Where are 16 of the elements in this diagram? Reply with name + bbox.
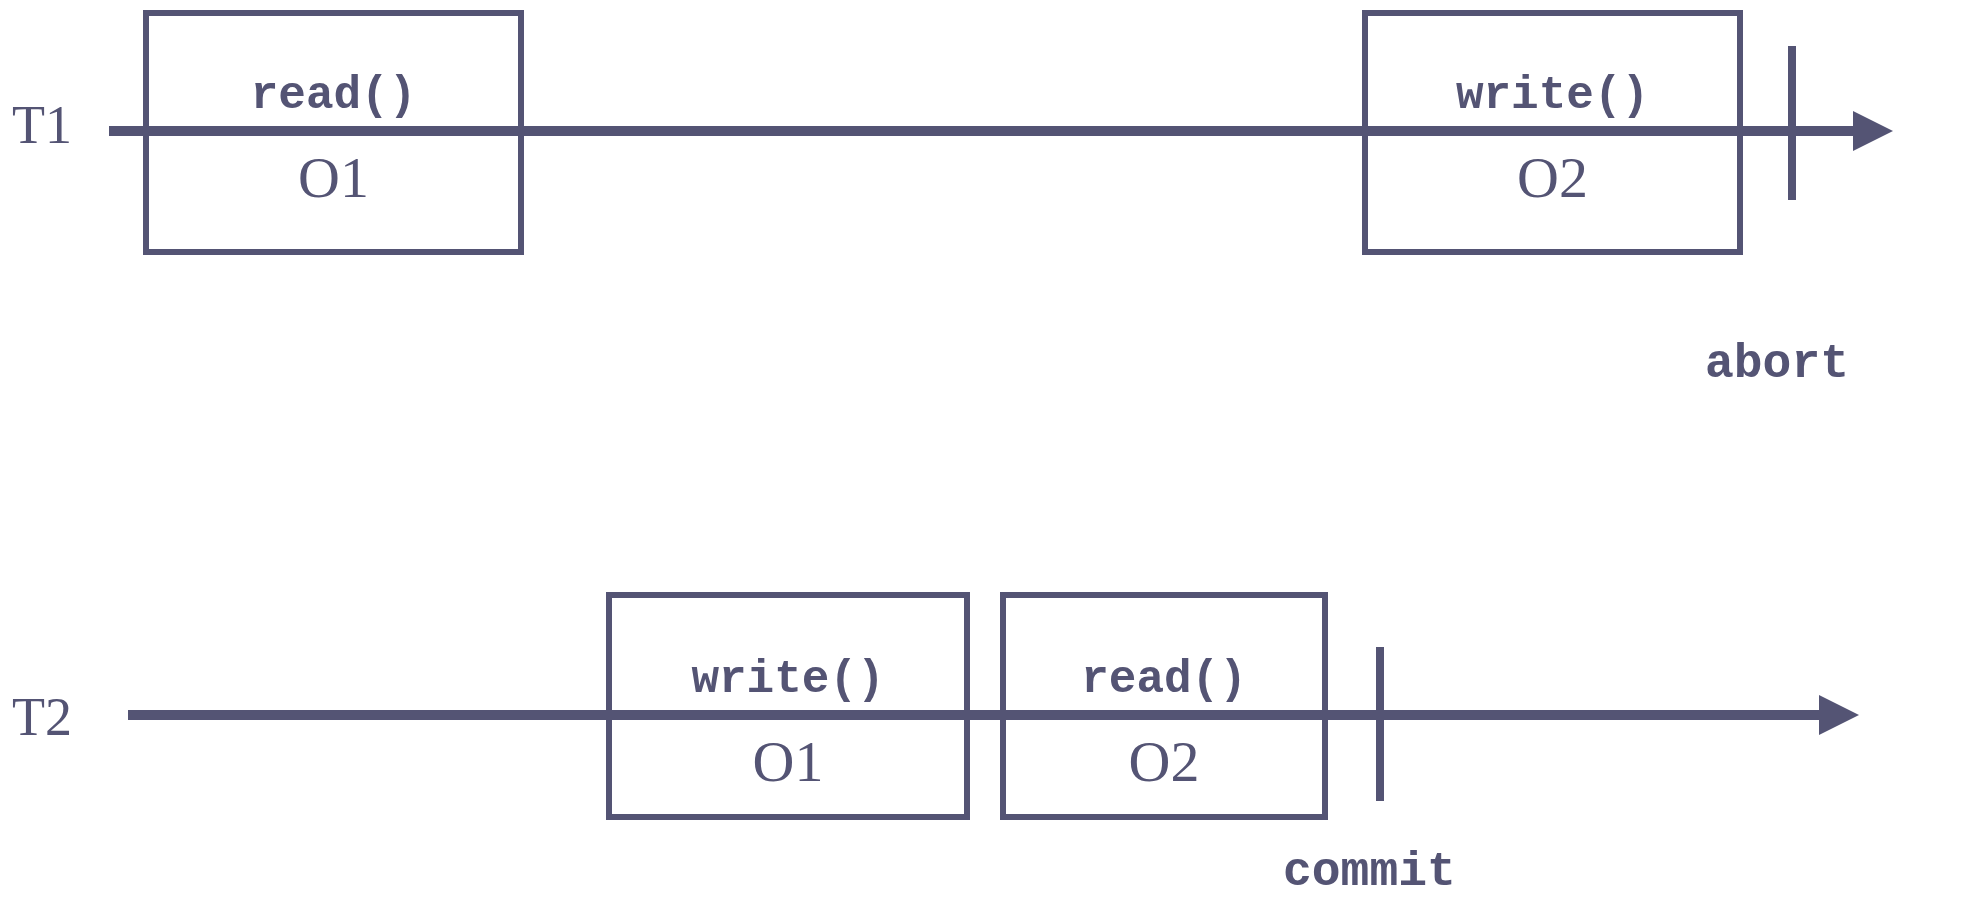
operation-name: write() (1454, 73, 1651, 119)
operation-box (143, 10, 524, 255)
operation-box (606, 592, 970, 820)
operation-box (1362, 10, 1743, 255)
outcome-label: abort (1705, 340, 1850, 388)
object-name: O2 (1127, 733, 1201, 791)
operation-name: read() (249, 73, 418, 119)
transaction-label: T1 (12, 98, 72, 152)
operation-box (1000, 592, 1328, 820)
object-name: O1 (297, 149, 370, 207)
transaction-label: T2 (12, 690, 72, 744)
operation-name: read() (1080, 657, 1248, 703)
object-name: O2 (1516, 149, 1589, 207)
outcome-label: commit (1283, 848, 1456, 896)
operation-name: write() (690, 657, 886, 703)
object-name: O1 (751, 733, 825, 791)
